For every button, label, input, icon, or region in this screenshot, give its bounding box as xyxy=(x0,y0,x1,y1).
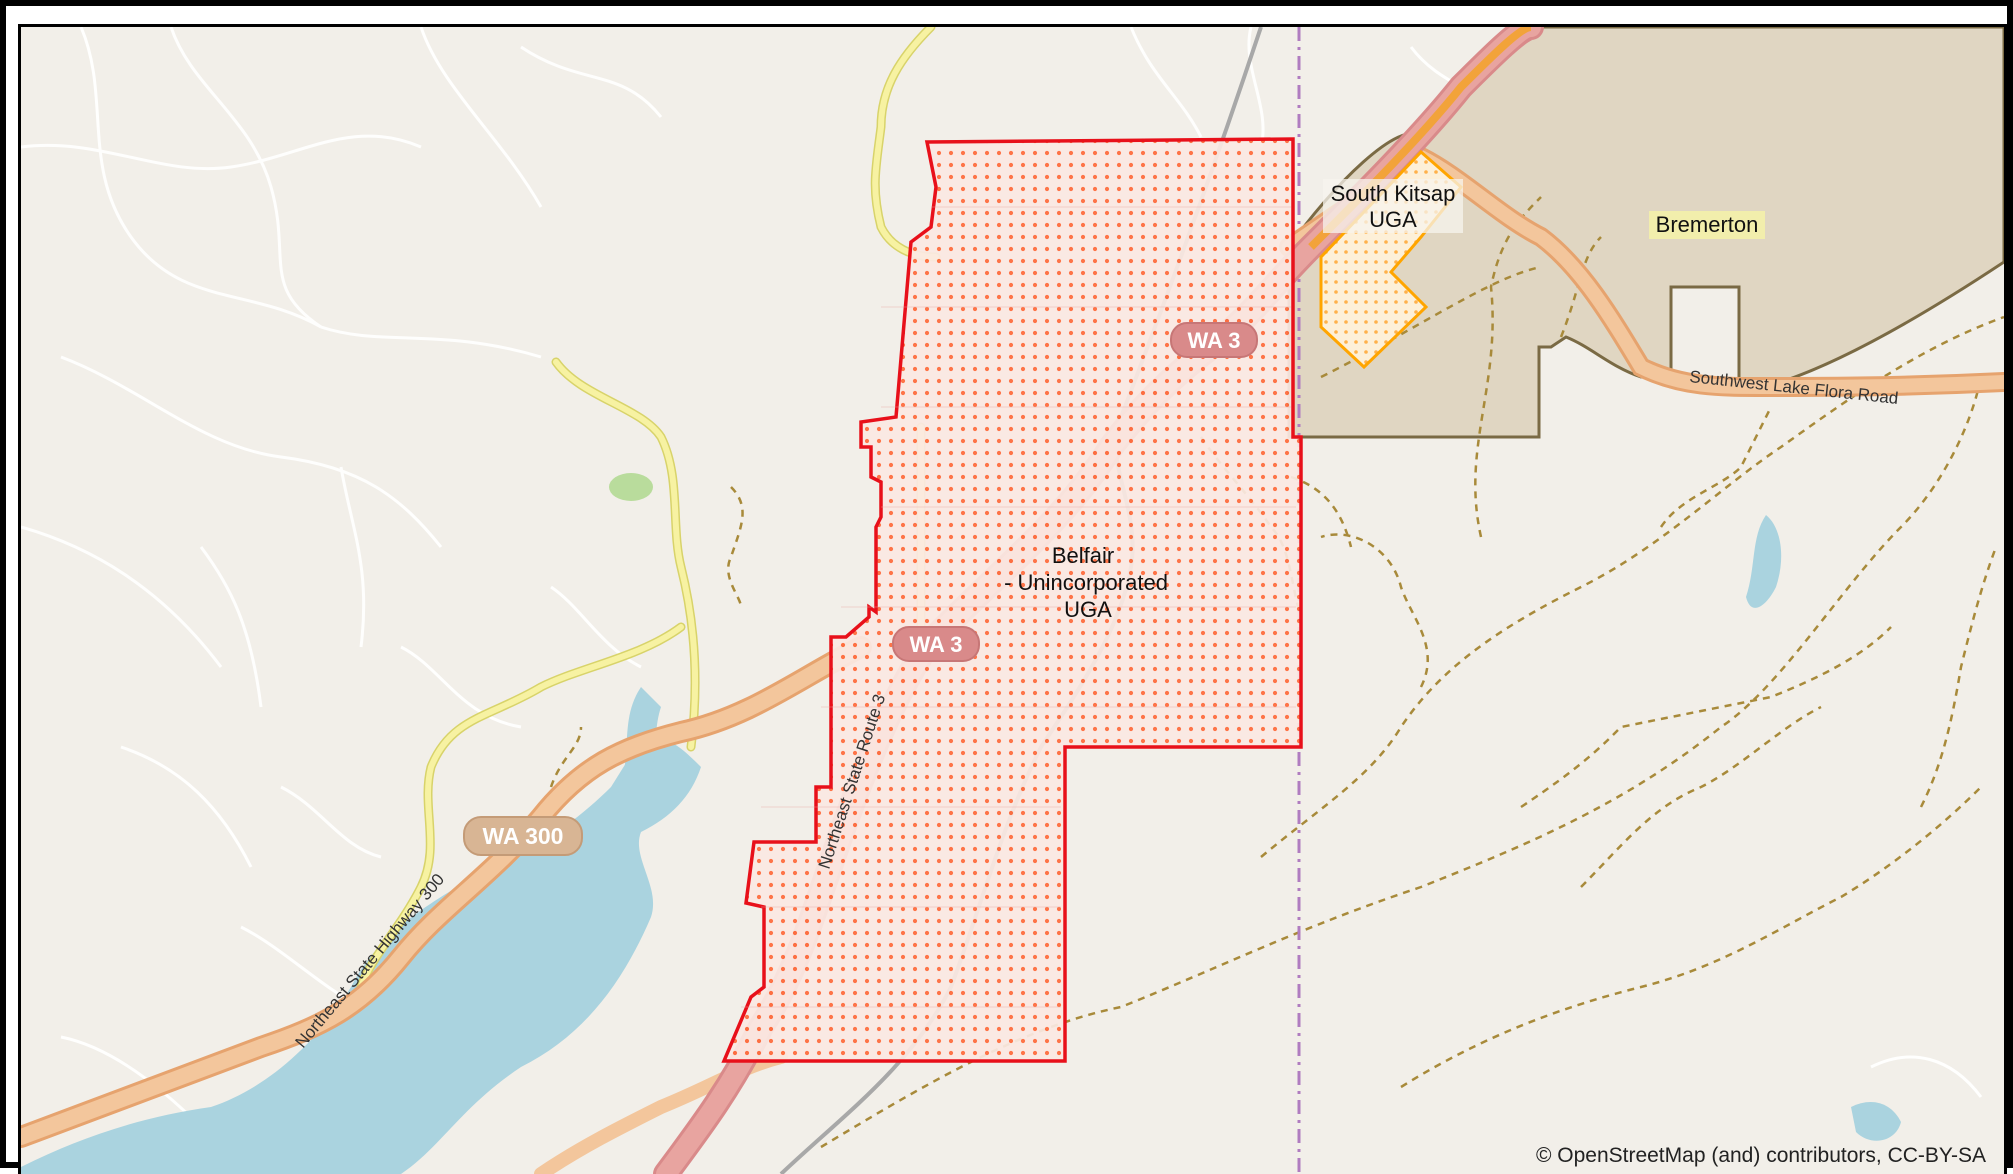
belfair-label-line1: Belfair xyxy=(1052,543,1114,568)
park-area xyxy=(609,473,653,501)
south-kitsap-label: South Kitsap UGA xyxy=(1323,179,1463,233)
small-lake-water xyxy=(1746,515,1782,608)
wa3-lower-shield[interactable]: WA 3 xyxy=(892,626,980,662)
wa3-upper-shield-text: WA 3 xyxy=(1188,328,1241,353)
pond-water xyxy=(1851,1102,1901,1141)
highway-300[interactable] xyxy=(21,639,869,1145)
bremerton-label: Bremerton xyxy=(1649,211,1765,239)
wa3-lower-shield-text: WA 3 xyxy=(910,632,963,657)
belfair-label-line3: UGA xyxy=(1064,597,1112,622)
wa3-upper-shield[interactable]: WA 3 xyxy=(1170,322,1258,358)
belfair-uga-area[interactable] xyxy=(721,137,1303,1063)
wa300-shield-text: WA 300 xyxy=(483,823,564,849)
belfair-label: Belfair - Unincorporated UGA xyxy=(1004,543,1168,622)
wa300-shield[interactable]: WA 300 xyxy=(463,816,583,856)
lake-flora-road[interactable] xyxy=(1282,148,2004,394)
map-svg: WA 3 WA 3 WA 300 Northeast State Route 3… xyxy=(21,27,2004,1174)
map-canvas[interactable]: WA 3 WA 3 WA 300 Northeast State Route 3… xyxy=(18,24,2007,1174)
map-attribution: © OpenStreetMap (and) contributors, CC-B… xyxy=(1531,1144,1990,1168)
south-kitsap-label-line1: South Kitsap xyxy=(1331,181,1456,206)
uga-grid xyxy=(741,206,1296,1008)
belfair-label-line2: - Unincorporated xyxy=(1004,570,1168,595)
south-kitsap-label-line2: UGA xyxy=(1369,207,1417,232)
bremerton-label-text: Bremerton xyxy=(1656,212,1759,237)
